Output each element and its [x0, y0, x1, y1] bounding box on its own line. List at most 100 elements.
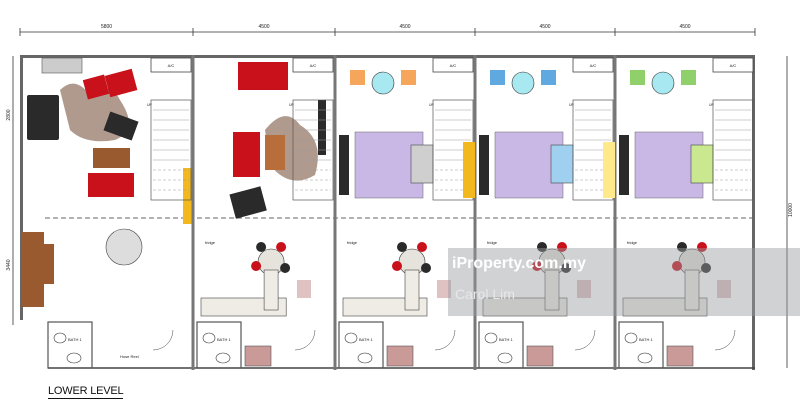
bathroom-wall [618, 321, 664, 369]
watermark-band [448, 248, 800, 316]
round-table [651, 71, 675, 95]
luggage-rack [297, 280, 311, 298]
dimension-label: 10000 [788, 203, 794, 217]
toilet [624, 332, 638, 344]
dimension-label: 4500 [539, 24, 550, 30]
cushion [630, 70, 645, 85]
ac-label: A/C [590, 63, 597, 68]
dimension-label: 5800 [101, 24, 112, 30]
door-swing [574, 329, 596, 351]
toilet [53, 332, 67, 344]
party-wall [473, 55, 477, 370]
ac-label: A/C [168, 63, 175, 68]
stair-up-label: UP [709, 103, 715, 107]
dining-chair [417, 242, 427, 252]
ac-label: A/C [730, 63, 737, 68]
party-wall [333, 55, 337, 370]
bath-label: BATH 1 [639, 337, 653, 342]
dining-chair [672, 261, 682, 271]
wall-right [752, 55, 755, 370]
sofa [550, 144, 574, 184]
sink [497, 352, 513, 364]
stair-up-label: UP [289, 103, 295, 107]
cushion [490, 70, 505, 85]
fridge-label: fridge [627, 240, 638, 245]
tv-unit [339, 135, 349, 195]
tv-unit [479, 135, 489, 195]
dining-chair [256, 242, 267, 252]
dining-chair [392, 261, 402, 271]
staircase [712, 99, 754, 201]
door-swing [294, 329, 316, 351]
bathroom-wall [478, 321, 524, 369]
tv-unit [619, 135, 629, 195]
shower-tray [666, 345, 694, 367]
cushion [401, 70, 416, 85]
bath-label: BATH 1 [359, 337, 373, 342]
dining-chair [276, 242, 287, 252]
dining-table [105, 228, 143, 266]
round-table [371, 71, 395, 95]
ac-ledge [712, 57, 754, 73]
cushion [681, 70, 696, 85]
dining-chair [537, 242, 547, 252]
stair-up-label: UP [429, 103, 435, 107]
sink [215, 352, 231, 364]
sofa [690, 144, 714, 184]
dining-chair [557, 242, 567, 252]
ottoman-black [229, 186, 267, 219]
ottoman-black [103, 111, 139, 141]
cushion [541, 70, 556, 85]
staircase [150, 99, 192, 201]
fridge-label: fridge [487, 240, 498, 245]
toilet [344, 332, 358, 344]
dining-chair [677, 242, 687, 252]
stair-up-label: UP [569, 103, 575, 107]
dining-chair [397, 242, 407, 252]
bath-label: BATH 1 [68, 337, 82, 342]
dining-chair [251, 261, 262, 271]
kitchen-counter [544, 269, 560, 311]
stair-accent [183, 168, 193, 224]
watermark-site: iProperty.com.my [452, 255, 586, 272]
plan-title: LOWER LEVEL [48, 385, 124, 399]
luggage-rack [437, 280, 451, 298]
armchair-red [104, 68, 138, 98]
dimension-label: 3440 [6, 259, 12, 270]
bathroom-wall [196, 321, 242, 369]
shower-tray [526, 345, 554, 367]
dining-chair [701, 263, 711, 273]
dining-chair [561, 263, 571, 273]
bathroom-wall [47, 321, 93, 369]
fridge-label: fridge [205, 240, 216, 245]
dining-chair [421, 263, 431, 273]
dimension-label: 2800 [6, 109, 12, 120]
ac-ledge [432, 57, 474, 73]
round-table [511, 71, 535, 95]
shelf [22, 232, 44, 307]
sofa-red [238, 62, 288, 90]
bathroom-wall [338, 321, 384, 369]
tv-unit [318, 100, 326, 155]
ac-ledge [150, 57, 192, 73]
dining-chair [697, 242, 707, 252]
stair-accent [603, 142, 615, 198]
sink [66, 352, 82, 364]
kitchen-counter [404, 269, 420, 311]
cushion [350, 70, 365, 85]
shelf [44, 244, 54, 284]
ac-label: A/C [450, 63, 457, 68]
sofa-black [27, 95, 59, 140]
wall-top [20, 55, 755, 58]
coffee-table [265, 135, 285, 170]
ac-ledge [292, 57, 334, 73]
hose-reel-label: Hose Reel [120, 354, 139, 359]
door-swing [152, 329, 174, 351]
sink [637, 352, 653, 364]
dimension-label: 4500 [258, 24, 269, 30]
ac-ledge [572, 57, 614, 73]
toilet [484, 332, 498, 344]
luggage-rack [717, 280, 731, 298]
ac-label: A/C [310, 63, 317, 68]
tv-console [41, 57, 83, 74]
